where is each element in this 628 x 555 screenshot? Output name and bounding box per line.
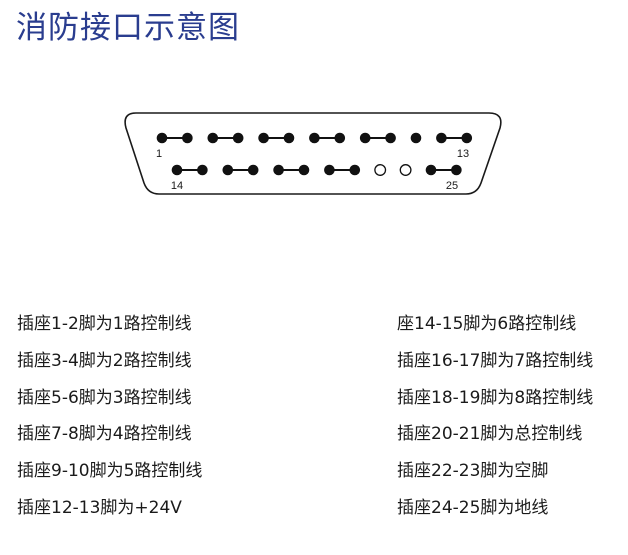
pin-8	[334, 132, 346, 144]
pin-label-top-end: 13	[457, 148, 469, 160]
page-title: 消防接口示意图	[16, 10, 240, 46]
pin-4	[232, 132, 244, 144]
pin-17	[247, 164, 259, 176]
pin-description: 插座12-13脚为+24V	[17, 497, 182, 518]
pin-description: 插座20-21脚为总控制线	[397, 424, 583, 445]
pin-19	[298, 164, 310, 176]
pin-22	[374, 164, 387, 176]
pin-6	[283, 132, 295, 144]
pin-description: 插座7-8脚为4路控制线	[17, 424, 192, 445]
pin-16	[222, 164, 234, 176]
pin-description: 插座16-17脚为7路控制线	[397, 350, 594, 371]
pin-5	[258, 132, 269, 144]
pin-23	[399, 164, 412, 176]
pin-description-list-right: 座14-15脚为6路控制线 插座16-17脚为7路控制线 插座18-19脚为8路…	[397, 306, 593, 527]
db25-connector-diagram: 1 13 14 25	[124, 112, 502, 195]
pin-20	[324, 164, 335, 176]
pin-description: 插座1-2脚为1路控制线	[17, 314, 192, 334]
pin-description: 插座3-4脚为2路控制线	[17, 350, 192, 371]
pin-description: 插座24-25脚为地线	[397, 497, 549, 518]
pin-18	[273, 164, 284, 176]
pin-13	[461, 132, 473, 144]
pin-11	[410, 132, 422, 144]
pin-label-bottom-end: 25	[446, 180, 458, 192]
pin-10	[385, 132, 396, 144]
pin-label-bottom-start: 14	[171, 180, 183, 192]
pin-7	[309, 132, 320, 144]
connector-outline	[124, 112, 502, 195]
pin-24	[425, 164, 437, 176]
pin-9	[359, 132, 371, 144]
pin-description: 插座18-19脚为8路控制线	[397, 387, 594, 408]
pin-12	[436, 132, 447, 144]
pin-21	[349, 164, 361, 176]
pin-1	[156, 132, 168, 144]
pin-description: 插座5-6脚为3路控制线	[17, 387, 192, 408]
pin-description: 座14-15脚为6路控制线	[397, 314, 577, 334]
pin-description-list-left: 插座1-2脚为1路控制线 插座3-4脚为2路控制线 插座5-6脚为3路控制线 插…	[17, 306, 202, 527]
pin-3	[207, 132, 219, 144]
pin-15	[197, 164, 208, 176]
pin-description: 插座9-10脚为5路控制线	[17, 461, 203, 482]
pin-description: 插座22-23脚为空脚	[397, 461, 549, 482]
pin-2	[182, 132, 193, 144]
pin-label-top-start: 1	[156, 148, 162, 160]
pin-25	[451, 164, 462, 176]
pin-14	[171, 164, 183, 176]
